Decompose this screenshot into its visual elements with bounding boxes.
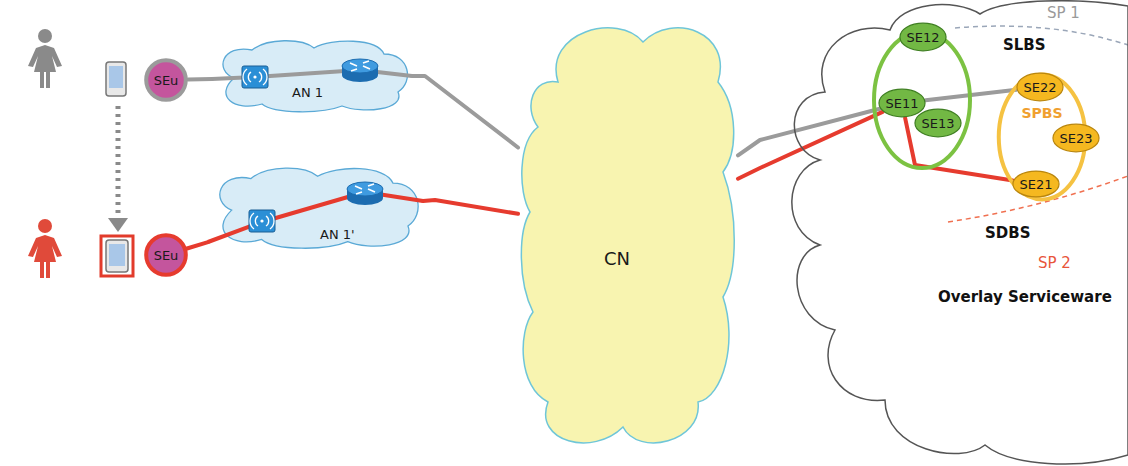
link-line — [423, 200, 518, 214]
region-label: SLBS — [1003, 36, 1046, 54]
link-line — [738, 109, 880, 156]
node-label: CN — [604, 248, 630, 269]
service-element: SE11 — [878, 88, 926, 118]
service-element: SE12 — [899, 22, 947, 52]
network-equipment — [212, 38, 412, 116]
phone-top — [106, 62, 126, 96]
access-network-cloud: AN 1 — [212, 38, 412, 116]
node-label: SE23 — [1059, 131, 1092, 146]
link-line — [738, 112, 883, 179]
user-red — [28, 219, 62, 278]
phone-bottom — [101, 236, 133, 276]
node-outline — [208, 165, 423, 253]
link-line — [188, 77, 212, 81]
node-outline — [780, 0, 1128, 466]
link-line — [187, 242, 208, 248]
node-label: AN 1' — [320, 227, 355, 242]
service-element: SE13 — [914, 108, 962, 138]
service-element: SE23 — [1052, 123, 1100, 153]
overlay-cloud: Overlay ServicewareSE12SE11SE13SPBSSE22S… — [780, 0, 1128, 466]
service-element: SE21 — [1012, 170, 1060, 198]
node-label: Overlay Serviceware — [938, 288, 1112, 306]
service-element-user: SEu — [144, 58, 188, 102]
user-grey — [28, 29, 62, 88]
node-outline — [518, 12, 738, 452]
node-label: SE11 — [885, 96, 918, 111]
spbs-group: SPBSSE22SE23SE21 — [996, 72, 1088, 202]
access-network-cloud: AN 1' — [208, 165, 423, 253]
node-label: SE13 — [921, 116, 954, 131]
service-element-user: SEu — [144, 233, 188, 277]
dotted-move-arrow — [108, 106, 128, 232]
region-label: SP 1 — [1047, 4, 1080, 22]
node-label: SEu — [154, 73, 179, 88]
region-label: SDBS — [985, 224, 1031, 242]
node-label: SE12 — [906, 30, 939, 45]
region-label: SP 2 — [1038, 254, 1071, 272]
service-element: SE22 — [1016, 72, 1064, 102]
network-equipment — [208, 165, 423, 253]
node-label: SPBS — [996, 105, 1088, 121]
node-label: SE22 — [1023, 80, 1056, 95]
node-label: AN 1 — [292, 85, 323, 100]
node-label: SEu — [154, 248, 179, 263]
node-label: SE21 — [1019, 177, 1052, 192]
core-network-cloud: CN — [518, 12, 738, 452]
link-line — [412, 76, 518, 148]
